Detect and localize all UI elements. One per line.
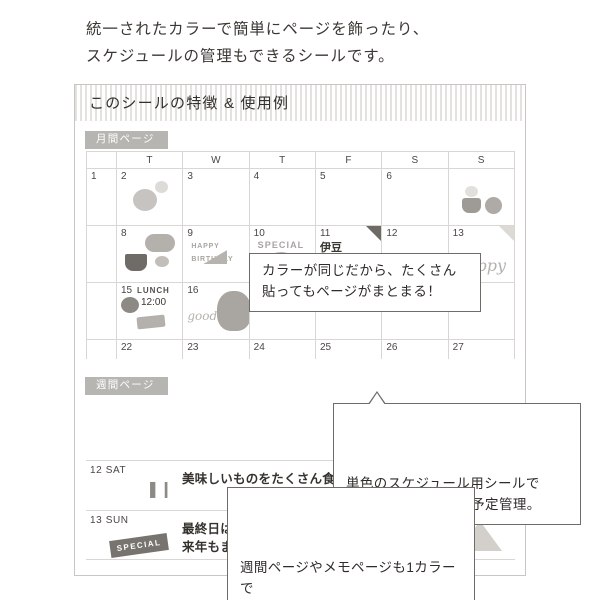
corner-flag-light-icon xyxy=(498,226,514,241)
day-number: 3 xyxy=(187,171,193,182)
corner-flag-icon xyxy=(366,226,382,241)
day-number: 12 xyxy=(386,228,398,239)
calendar-day-cell: 16 good! xyxy=(183,283,250,340)
cookie-icon xyxy=(484,197,502,214)
lunch-label: LUNCH xyxy=(137,286,170,295)
calendar-day-cell: 25 xyxy=(316,340,383,359)
calendar-header-row: T W T F S S xyxy=(87,152,515,169)
page-title: このシールの特徴 & 使用例 xyxy=(89,95,290,112)
good-script-label: good! xyxy=(187,309,222,323)
calendar-day-cell: 15 LUNCH 12:00 xyxy=(117,283,184,340)
day-number: 2 xyxy=(121,171,127,182)
cake-icon xyxy=(203,250,228,264)
cafe-steam-icon xyxy=(464,186,478,197)
day-number: 16 xyxy=(187,285,199,296)
day-number: 4 xyxy=(253,171,260,182)
pudding-icon xyxy=(125,254,147,271)
special-label: SPECIAL xyxy=(257,240,305,250)
calendar-day-cell: 4 xyxy=(249,169,316,226)
calendar-week-row: 22 23 24 25 26 27 xyxy=(87,340,515,359)
calendar-week-row: 1 2 3 4 5 6 xyxy=(87,169,515,226)
day-number: 9 xyxy=(187,228,193,239)
birthday-label: HAPPY BIRTHDAY xyxy=(191,243,234,264)
calendar-header-cell: F xyxy=(315,152,383,169)
intro-text: 統一されたカラーで簡単にページを飾ったり、 スケジュールの管理もできるシールです… xyxy=(86,21,430,66)
calendar-header-cell xyxy=(87,152,117,169)
calendar-day-cell: 23 xyxy=(183,340,250,359)
bread-icon xyxy=(145,234,175,252)
day-number: 5 xyxy=(319,171,326,182)
feature-panel: このシールの特徴 & 使用例 月間ページ T W T F S S 1 xyxy=(74,84,581,600)
day-number: 6 xyxy=(386,171,392,182)
weekly-date: 13 SUN xyxy=(90,515,129,526)
calendar-day-cell: 3 xyxy=(183,169,250,226)
leaf-icon xyxy=(155,256,169,267)
day-number: 8 xyxy=(121,228,127,239)
day-number: 10 xyxy=(253,228,265,239)
cutlery-icon: ❚❙ xyxy=(146,481,173,498)
day-number: 15 xyxy=(121,285,133,296)
section-tag-monthly: 月間ページ xyxy=(85,131,168,149)
calendar-day-cell xyxy=(448,169,515,226)
callout-bubble-3-text: 週間ページやメモページも1カラーで 楽しく気軽にデコレーション。 xyxy=(240,559,456,596)
panel-header-stripes: このシールの特徴 & 使用例 xyxy=(75,85,525,121)
book-icon xyxy=(136,314,166,330)
calendar-day-cell: 27 xyxy=(449,340,515,359)
calendar-day-cell: 6 xyxy=(382,169,449,226)
calendar-day-cell: 8 xyxy=(117,226,184,283)
calendar-day-cell xyxy=(87,226,117,283)
day-number: 23 xyxy=(187,342,199,353)
day-number: 27 xyxy=(452,342,464,353)
special-ribbon-label: SPECIAL xyxy=(109,533,169,558)
day-number: 1 xyxy=(91,171,97,182)
calendar-day-cell: 22 xyxy=(117,340,184,359)
bubble-tail-inner xyxy=(369,393,385,405)
calendar-day-cell: 5 xyxy=(315,169,383,226)
calendar-day-cell: 9 HAPPY BIRTHDAY xyxy=(183,226,250,283)
calendar-day-cell xyxy=(87,283,117,340)
smiley-icon xyxy=(121,297,139,313)
weekly-date: 12 SAT xyxy=(90,465,127,476)
calendar-day-cell: 1 xyxy=(87,169,117,226)
day-note: 伊豆 xyxy=(319,242,342,254)
calendar-day-cell: 26 xyxy=(382,340,449,359)
coffee-cup-icon xyxy=(461,198,481,213)
calendar-header-cell: T xyxy=(117,152,184,169)
fight-face-icon xyxy=(133,189,157,211)
section-tag-monthly-wrap: 月間ページ xyxy=(85,129,168,149)
calendar-day-cell: 24 xyxy=(250,340,316,359)
section-tag-weekly-wrap: 週間ページ xyxy=(85,375,168,395)
day-number: 24 xyxy=(253,342,265,353)
day-number: 26 xyxy=(386,342,398,353)
section-tag-weekly: 週間ページ xyxy=(85,377,168,395)
callout-bubble-3: 週間ページやメモページも1カラーで 楽しく気軽にデコレーション。 xyxy=(227,487,475,600)
calendar-day-cell xyxy=(87,340,117,359)
speech-dot-icon xyxy=(155,181,168,193)
callout-bubble-1: カラーが同じだから、たくさん 貼ってもページがまとまる！ xyxy=(249,253,481,312)
day-number: 22 xyxy=(121,342,133,353)
bear-icon xyxy=(217,291,249,331)
calendar-header-cell: S xyxy=(382,152,449,169)
day-number: 11 xyxy=(319,228,331,239)
calendar-header-cell: T xyxy=(249,152,316,169)
day-number: 25 xyxy=(319,342,332,353)
calendar-header-cell: W xyxy=(183,152,250,169)
day-number: 13 xyxy=(452,228,464,239)
day-note: 12:00 xyxy=(141,297,167,308)
calendar-header-cell: S xyxy=(448,152,515,169)
calendar-day-cell: 2 xyxy=(117,169,184,226)
